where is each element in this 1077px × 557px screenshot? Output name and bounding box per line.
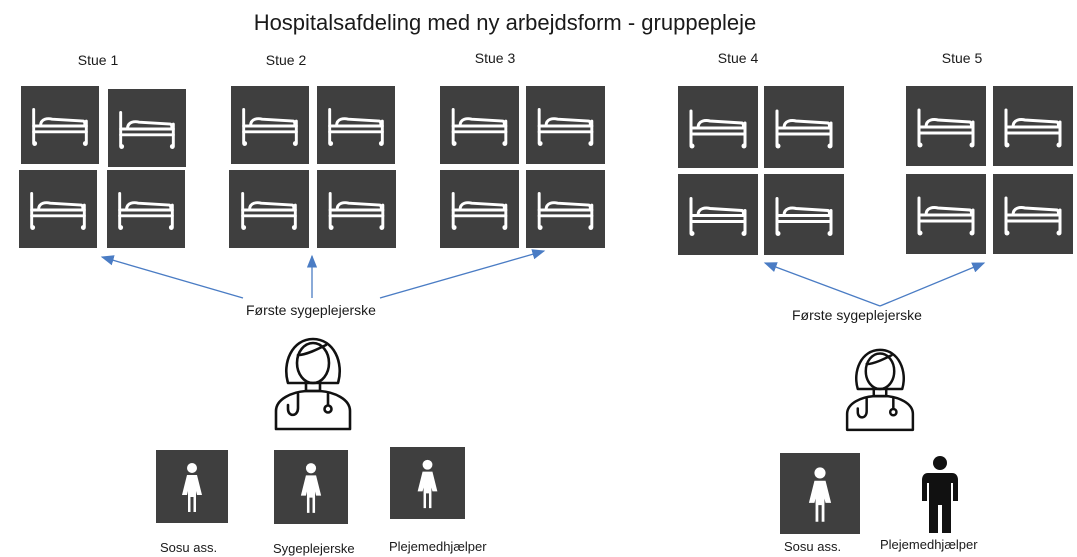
staff-label-sosu-right: Sosu ass. xyxy=(784,539,842,554)
room-label-1: Stue 1 xyxy=(77,52,119,68)
bed-tile-room-2 xyxy=(231,86,309,164)
female-figure-icon xyxy=(417,459,438,509)
bed-icon xyxy=(328,191,385,230)
female-figure-icon xyxy=(808,467,832,522)
staff-label-helper-left: Plejemedhjælper xyxy=(389,539,487,554)
nurse-icon-left xyxy=(268,333,358,433)
bed-icon xyxy=(119,110,175,149)
bed-tile-room-3 xyxy=(440,86,519,164)
staff-label-sosu-left: Sosu ass. xyxy=(160,540,218,555)
bed-icon xyxy=(32,107,88,146)
bed-icon xyxy=(1004,196,1062,236)
bed-icon xyxy=(917,196,975,236)
bed-tile-room-5 xyxy=(906,86,986,166)
staff-tile-sosu-left xyxy=(156,450,228,523)
room-label-3: Stue 3 xyxy=(474,50,516,66)
bed-tile-room-1 xyxy=(21,86,99,164)
bed-tile-room-5 xyxy=(906,174,986,254)
bed-tile-room-3 xyxy=(526,170,605,248)
bed-tile-room-2 xyxy=(317,170,396,248)
room-label-2: Stue 2 xyxy=(265,52,307,68)
staff-tile-nurse-left xyxy=(274,450,348,524)
bed-tile-room-5 xyxy=(993,174,1073,254)
bed-icon xyxy=(451,191,508,230)
bed-icon xyxy=(689,109,747,149)
arrow-to-room-4 xyxy=(763,262,881,307)
bed-icon xyxy=(118,191,174,230)
bed-icon xyxy=(328,107,384,146)
bed-icon xyxy=(689,197,747,236)
bed-icon xyxy=(775,197,833,236)
bed-icon xyxy=(451,107,508,146)
room-label-4: Stue 4 xyxy=(717,50,759,66)
bed-tile-room-4 xyxy=(764,86,844,168)
lead-nurse-label-right: Første sygeplejerske xyxy=(792,307,922,323)
bed-icon xyxy=(917,108,975,148)
bed-tile-room-4 xyxy=(678,174,758,255)
bed-tile-room-2 xyxy=(229,170,309,248)
bed-icon xyxy=(1004,108,1062,148)
bed-icon xyxy=(537,107,594,146)
staff-label-nurse-left: Sygeplejerske xyxy=(273,541,355,556)
bed-icon xyxy=(30,191,86,230)
arrow-to-room-5 xyxy=(879,262,986,307)
bed-tile-room-3 xyxy=(526,86,605,164)
staff-tile-helper-left xyxy=(390,447,465,519)
bed-icon xyxy=(775,109,833,149)
female-figure-icon xyxy=(300,463,322,513)
bed-tile-room-2 xyxy=(317,86,395,164)
arrow-to-room-1 xyxy=(100,255,244,299)
staff-tile-sosu-right xyxy=(780,453,860,534)
room-label-5: Stue 5 xyxy=(941,50,983,66)
female-figure-icon xyxy=(182,463,202,512)
male-figure-icon xyxy=(918,455,962,535)
bed-tile-room-4 xyxy=(764,174,844,255)
arrow-to-room-3 xyxy=(379,249,546,299)
bed-tile-room-4 xyxy=(678,86,758,168)
bed-icon xyxy=(242,107,298,146)
lead-nurse-label-left: Første sygeplejerske xyxy=(246,302,376,318)
bed-icon xyxy=(241,191,297,230)
nurse-icon-right xyxy=(840,343,920,435)
bed-tile-room-1 xyxy=(108,89,186,167)
bed-tile-room-1 xyxy=(107,170,185,248)
staff-label-helper-right: Plejemedhjælper xyxy=(880,537,978,552)
bed-tile-room-5 xyxy=(993,86,1073,166)
bed-icon xyxy=(537,191,594,230)
diagram-title: Hospitalsafdeling med ny arbejdsform - g… xyxy=(253,10,757,35)
bed-tile-room-3 xyxy=(440,170,519,248)
bed-tile-room-1 xyxy=(19,170,97,248)
